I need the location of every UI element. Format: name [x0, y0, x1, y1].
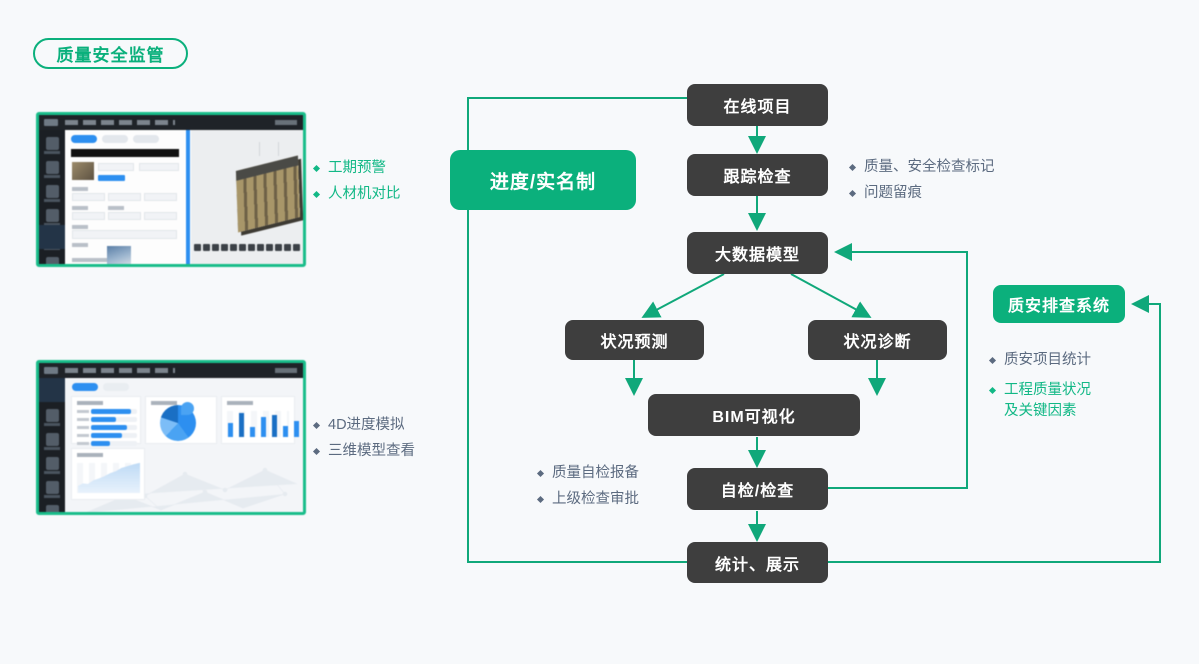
- page-title: 质量安全监管: [56, 46, 165, 65]
- flow-node-quality-safety-system[interactable]: 质安排查系统: [993, 285, 1125, 323]
- flow-node-label: 统计、展示: [714, 556, 800, 574]
- annotation-item: 质量自检报备: [538, 463, 639, 484]
- progress-realname-app-screenshot[interactable]: [36, 112, 306, 267]
- flow-node-label: 状况预测: [600, 334, 669, 351]
- flow-node-label: 在线项目: [723, 99, 792, 116]
- annotation-item: 质量、安全检查标记: [850, 157, 995, 178]
- annotations-tracking: 质量、安全检查标记 问题留痕: [850, 157, 995, 209]
- chart-card-pie[interactable]: [145, 396, 217, 444]
- flow-node-label: 进度/实名制: [489, 171, 597, 193]
- flow-node-online-project[interactable]: 在线项目: [687, 84, 828, 126]
- bim-dashboard-screenshot[interactable]: [36, 360, 306, 515]
- app-logo-icon: [44, 119, 58, 126]
- scrollbar[interactable]: [186, 130, 190, 264]
- annotation-item: 工程质量状况 及关键因素: [990, 380, 1091, 422]
- annotation-item: 4D进度模拟: [314, 415, 415, 436]
- view-axis-icon: [259, 142, 279, 156]
- app-sidebar: [39, 130, 65, 264]
- annotation-item: 三维模型查看: [314, 441, 415, 462]
- flow-node-label: 跟踪检查: [723, 169, 792, 186]
- breadcrumb: [65, 120, 175, 125]
- dashboard-sidebar: [39, 378, 65, 512]
- annotations-dashboard: 4D进度模拟 三维模型查看: [314, 415, 415, 467]
- pie-chart: [160, 402, 196, 441]
- annotations-quality-system: 质安项目统计 工程质量状况 及关键因素: [990, 350, 1091, 427]
- flow-node-label: 质安排查系统: [1007, 298, 1110, 315]
- user-menu: [275, 120, 297, 125]
- flow-node-progress-realname[interactable]: 进度/实名制: [450, 150, 636, 210]
- flow-node-statistics-show[interactable]: 统计、展示: [687, 542, 828, 583]
- app-topbar: [39, 115, 303, 130]
- flow-node-bigdata-model[interactable]: 大数据模型: [687, 232, 828, 274]
- dashboard-tabs[interactable]: [72, 383, 129, 391]
- flow-node-tracking-check[interactable]: 跟踪检查: [687, 154, 828, 196]
- form-panel: [65, 130, 185, 264]
- viewer-toolbar[interactable]: [194, 244, 300, 251]
- flow-node-self-inspection[interactable]: 自检/检查: [687, 468, 828, 510]
- section-header: [71, 149, 179, 157]
- flow-node-status-diagnosis[interactable]: 状况诊断: [808, 320, 947, 360]
- flow-node-bim-visual[interactable]: BIM可视化: [648, 394, 860, 436]
- annotations-self-inspection: 质量自检报备 上级检查审批: [538, 463, 639, 515]
- annotation-item: 问题留痕: [850, 183, 995, 204]
- annotation-item: 人材机对比: [314, 184, 401, 205]
- flow-node-label: 自检/检查: [720, 483, 795, 500]
- app-content: [65, 130, 303, 264]
- form-tabs: [71, 135, 159, 143]
- flow-node-label: 状况诊断: [843, 334, 912, 351]
- dashboard-topbar: [39, 363, 303, 378]
- app-logo-icon: [44, 367, 58, 374]
- bim-model-viewer[interactable]: [191, 130, 303, 264]
- flow-node-label: 大数据模型: [714, 247, 800, 264]
- user-menu: [275, 368, 297, 373]
- annotation-item: 工期预警: [314, 158, 401, 179]
- chart-card-area[interactable]: [71, 448, 145, 500]
- flow-node-label: BIM可视化: [712, 409, 796, 426]
- page-title-badge: 质量安全监管: [33, 38, 188, 69]
- dashboard-content: [65, 378, 303, 512]
- attached-photo: [107, 246, 131, 264]
- chart-card-horizontal-bars[interactable]: [71, 396, 141, 446]
- material-thumbnail: [72, 162, 94, 180]
- chart-card-vertical-bars[interactable]: [221, 396, 299, 444]
- annotations-progress: 工期预警 人材机对比: [314, 158, 401, 210]
- annotation-item: 上级检查审批: [538, 489, 639, 510]
- annotation-item: 质安项目统计: [990, 350, 1091, 371]
- breadcrumb: [65, 368, 175, 373]
- flow-node-status-forecast[interactable]: 状况预测: [565, 320, 704, 360]
